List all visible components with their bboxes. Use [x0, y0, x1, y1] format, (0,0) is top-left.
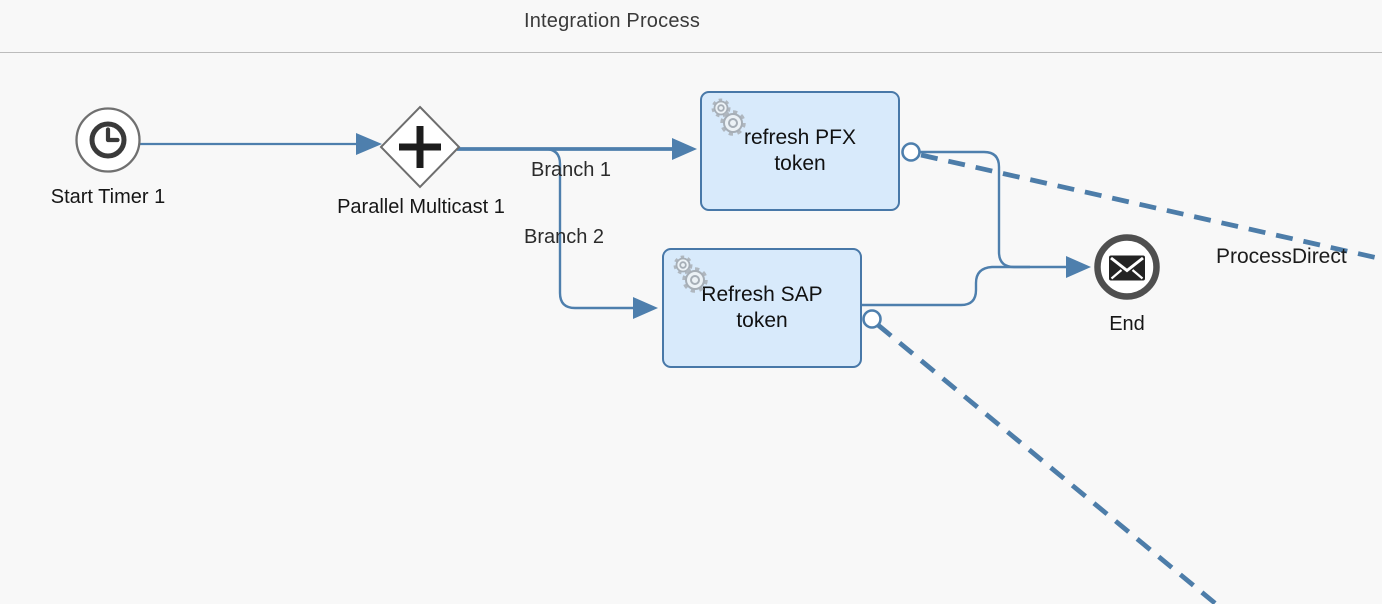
sequence-flow-branch2[interactable]: [459, 147, 658, 319]
process-title[interactable]: Integration Process: [523, 10, 701, 32]
task-label: refresh PFX token: [743, 126, 857, 175]
flow-line[interactable]: [862, 265, 1030, 307]
gateway-label: Parallel Multicast 1: [337, 196, 505, 218]
end-event-label: End: [1109, 313, 1145, 335]
task-refresh-sap-token[interactable]: Refresh SAP token: [662, 248, 862, 368]
flow-line[interactable]: [459, 147, 634, 310]
gears-icon: [711, 98, 746, 136]
arrowhead-icon: [633, 297, 658, 319]
end-event[interactable]: [1092, 232, 1162, 307]
plus-gateway-icon: [399, 126, 441, 168]
arrowhead-icon: [1066, 256, 1091, 278]
start-timer-event[interactable]: [74, 106, 142, 179]
connection-anchor-sap[interactable]: [862, 309, 882, 329]
message-flow-sap-receiver[interactable]: [876, 323, 1218, 604]
connection-anchor-pfx[interactable]: [901, 142, 921, 162]
gears-icon: [673, 255, 708, 293]
timer-icon: [75, 107, 141, 173]
task-refresh-pfx-token[interactable]: refresh PFX token: [700, 91, 900, 211]
header-divider: [0, 52, 1382, 53]
sequence-flow-start-to-gateway[interactable]: [140, 133, 382, 155]
task-label: Refresh SAP token: [701, 283, 823, 332]
envelope-icon: [1094, 234, 1160, 300]
start-timer-label: Start Timer 1: [50, 186, 166, 208]
message-flow-pfx-processdirect[interactable]: [920, 152, 1382, 262]
gateway-parallel-multicast[interactable]: [379, 105, 461, 189]
arrowhead-icon: [356, 133, 382, 155]
branch1-label: Branch 1: [531, 159, 612, 181]
sequence-flow-sap-to-end[interactable]: [862, 256, 1091, 307]
arrowhead-icon: [672, 138, 697, 160]
branch2-label: Branch 2: [524, 226, 605, 248]
processdirect-receiver-label: ProcessDirect: [1216, 245, 1347, 268]
